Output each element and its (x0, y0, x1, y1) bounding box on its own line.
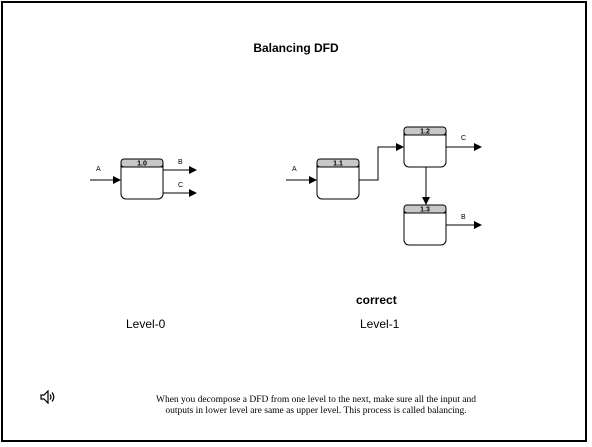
correct-label: correct (356, 293, 397, 307)
slide-title: Balancing DFD (253, 41, 339, 55)
caption: When you decompose a DFD from one level … (81, 395, 551, 417)
caption-line-1: When you decompose a DFD from one level … (155, 395, 476, 405)
flow-a-level1-label: A (292, 166, 297, 173)
flow-c-level1-label: C (461, 135, 466, 142)
flow-1-1-to-1-2 (359, 143, 404, 181)
process-1-2: 1.2 (403, 126, 447, 168)
dfd-diagram: 1.0 A B C 1.1 1.2 1.3 (90, 126, 482, 246)
process-1-3: 1.3 (403, 204, 447, 246)
process-1-0-id: 1.0 (137, 161, 147, 168)
process-1-3-id: 1.3 (420, 207, 430, 214)
caption-line-2: outputs in lower level are same as upper… (165, 406, 467, 416)
flow-b-level0-label: B (178, 159, 183, 166)
flow-a-level0-label: A (96, 166, 101, 173)
process-1-0: 1.0 (120, 158, 164, 200)
speaker-icon[interactable] (40, 390, 56, 404)
slide: Balancing DFD 1.0 A B C 1.1 (1, 1, 587, 442)
flow-b-level1-label: B (461, 214, 466, 221)
level-1-label: Level-1 (360, 317, 400, 331)
process-1-1-id: 1.1 (333, 161, 343, 168)
process-1-1: 1.1 (316, 158, 360, 200)
flow-c-level0-label: C (178, 182, 183, 189)
process-1-2-id: 1.2 (420, 129, 430, 136)
level-0-label: Level-0 (126, 317, 166, 331)
